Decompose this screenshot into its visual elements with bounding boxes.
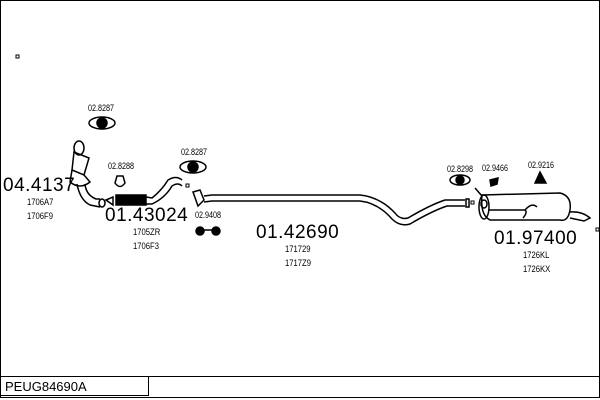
middle-pipe-icon <box>192 189 475 226</box>
part-ref: 1726KL <box>523 250 550 260</box>
part-number-catalyst[interactable]: 04.4137 <box>3 175 76 196</box>
part-number-middle-pipe[interactable]: 01.42690 <box>256 222 340 243</box>
hanger-icon-2 <box>533 170 548 184</box>
divider <box>0 376 600 377</box>
part-ref: 1706F9 <box>27 211 53 221</box>
part-ref: 1705ZR <box>133 227 161 237</box>
accessory-number[interactable]: 02.9216 <box>528 160 555 170</box>
gasket-icon <box>114 175 126 188</box>
part-ref: 1706F3 <box>133 241 159 251</box>
catalytic-converter-icon <box>15 54 106 208</box>
part-number-front-pipe[interactable]: 01.43024 <box>105 205 189 226</box>
part-number-rear-silencer[interactable]: 01.97400 <box>494 228 578 249</box>
part-ref: 1726KX <box>523 264 551 274</box>
part-ref: 171729 <box>285 244 311 254</box>
clamp-icon-2 <box>179 160 207 174</box>
accessory-number[interactable]: 02.8288 <box>108 161 135 171</box>
front-pipe-icon <box>104 176 190 207</box>
accessory-number[interactable]: 02.9408 <box>195 210 222 220</box>
hanger-icon-1 <box>195 226 221 236</box>
clamp-icon-3 <box>449 174 471 186</box>
accessory-number[interactable]: 02.8287 <box>181 147 208 157</box>
part-ref: 1706A7 <box>27 197 54 207</box>
accessory-number[interactable]: 02.8298 <box>447 164 474 174</box>
diagram-code: PEUG84690A <box>0 376 149 396</box>
clamp-icon-1 <box>88 116 116 130</box>
accessory-number[interactable]: 02.9466 <box>482 163 509 173</box>
rear-silencer-icon <box>474 187 600 232</box>
accessory-number[interactable]: 02.8287 <box>88 103 115 113</box>
part-ref: 1717Z9 <box>285 258 311 268</box>
bracket-icon <box>489 176 499 187</box>
